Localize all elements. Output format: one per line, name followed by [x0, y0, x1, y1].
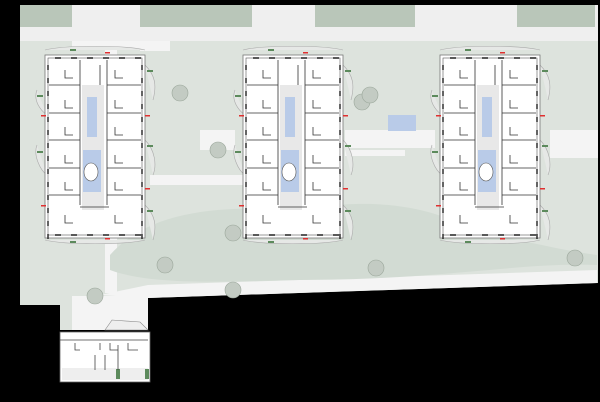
- tree-icon: [224, 224, 242, 242]
- tree-icon: [171, 84, 189, 102]
- elevator-core: [482, 97, 492, 137]
- annex-building: [59, 319, 151, 383]
- pool: [388, 115, 416, 131]
- elevator-core: [285, 97, 295, 137]
- buildings: [35, 45, 551, 245]
- tree-icon: [367, 259, 385, 277]
- tree-icon: [86, 287, 104, 305]
- building-east: [430, 45, 551, 245]
- street-strip: [20, 5, 598, 41]
- annex-green-door: [116, 369, 120, 379]
- annex-green-door: [145, 369, 149, 379]
- tree-icon: [156, 256, 174, 274]
- building-center: [233, 45, 354, 245]
- pond: [110, 203, 597, 282]
- tree-icon: [209, 141, 227, 159]
- street-tree-patches: [20, 5, 595, 27]
- elevator-core: [87, 97, 97, 137]
- tree-icon: [566, 249, 584, 267]
- tree-icon: [361, 86, 379, 104]
- tree-icon: [224, 281, 242, 299]
- building-west: [35, 45, 156, 245]
